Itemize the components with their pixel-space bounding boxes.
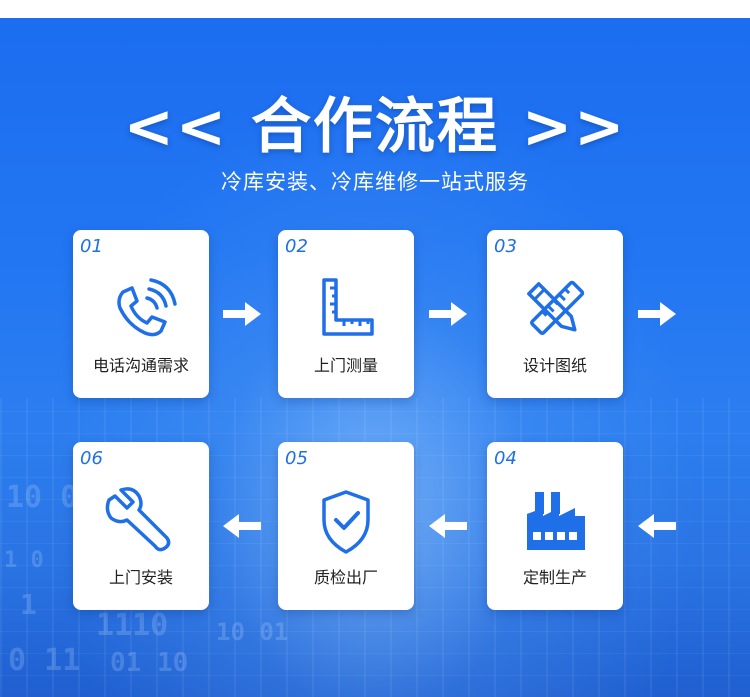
- step-label: 电话沟通需求: [92, 356, 189, 375]
- shield-check-icon: [308, 486, 384, 562]
- step-card-06: 06 上门安装: [73, 442, 209, 610]
- step-label: 上门安装: [108, 568, 173, 587]
- arrow-left-icon: [223, 514, 261, 538]
- step-number: 02: [285, 236, 308, 257]
- step-label: 质检出厂: [313, 568, 378, 587]
- top-white-strip: [0, 0, 750, 18]
- step-card-04: 04 定制生产: [487, 442, 623, 610]
- step-card-03: 03 设计图纸: [487, 230, 623, 398]
- background-digits: 1: [20, 588, 37, 621]
- arrow-right-icon: [223, 302, 261, 326]
- step-number: 01: [80, 236, 103, 257]
- background-digits: 01 10: [110, 648, 189, 678]
- step-card-01: 01 电话沟通需求: [73, 230, 209, 398]
- step-label: 上门测量: [313, 356, 378, 375]
- phone-icon: [103, 274, 179, 350]
- background-digits: 10 01: [216, 618, 289, 646]
- step-number: 05: [285, 448, 308, 469]
- factory-icon: [517, 486, 593, 562]
- step-card-02: 02 上门测量: [278, 230, 414, 398]
- page-subtitle: 冷库安装、冷库维修一站式服务: [221, 170, 529, 194]
- arrow-right-icon: [638, 302, 676, 326]
- step-card-05: 05 质检出厂: [278, 442, 414, 610]
- ruler-icon: [308, 274, 384, 350]
- step-number: 04: [494, 448, 517, 469]
- background-digits: 1 0: [4, 548, 44, 573]
- arrow-left-icon: [429, 514, 467, 538]
- step-number: 03: [494, 236, 517, 257]
- background-digits: 1110: [96, 608, 169, 643]
- wrench-icon: [103, 486, 179, 562]
- background-digits: 0 11: [8, 643, 81, 678]
- design-tools-icon: [517, 274, 593, 350]
- step-label: 设计图纸: [522, 356, 587, 375]
- step-number: 06: [80, 448, 103, 469]
- page-title: << 合作流程 >>: [123, 92, 627, 162]
- arrow-left-icon: [638, 514, 676, 538]
- arrow-right-icon: [429, 302, 467, 326]
- step-label: 定制生产: [522, 568, 587, 587]
- background-digits: 10 0: [6, 480, 79, 515]
